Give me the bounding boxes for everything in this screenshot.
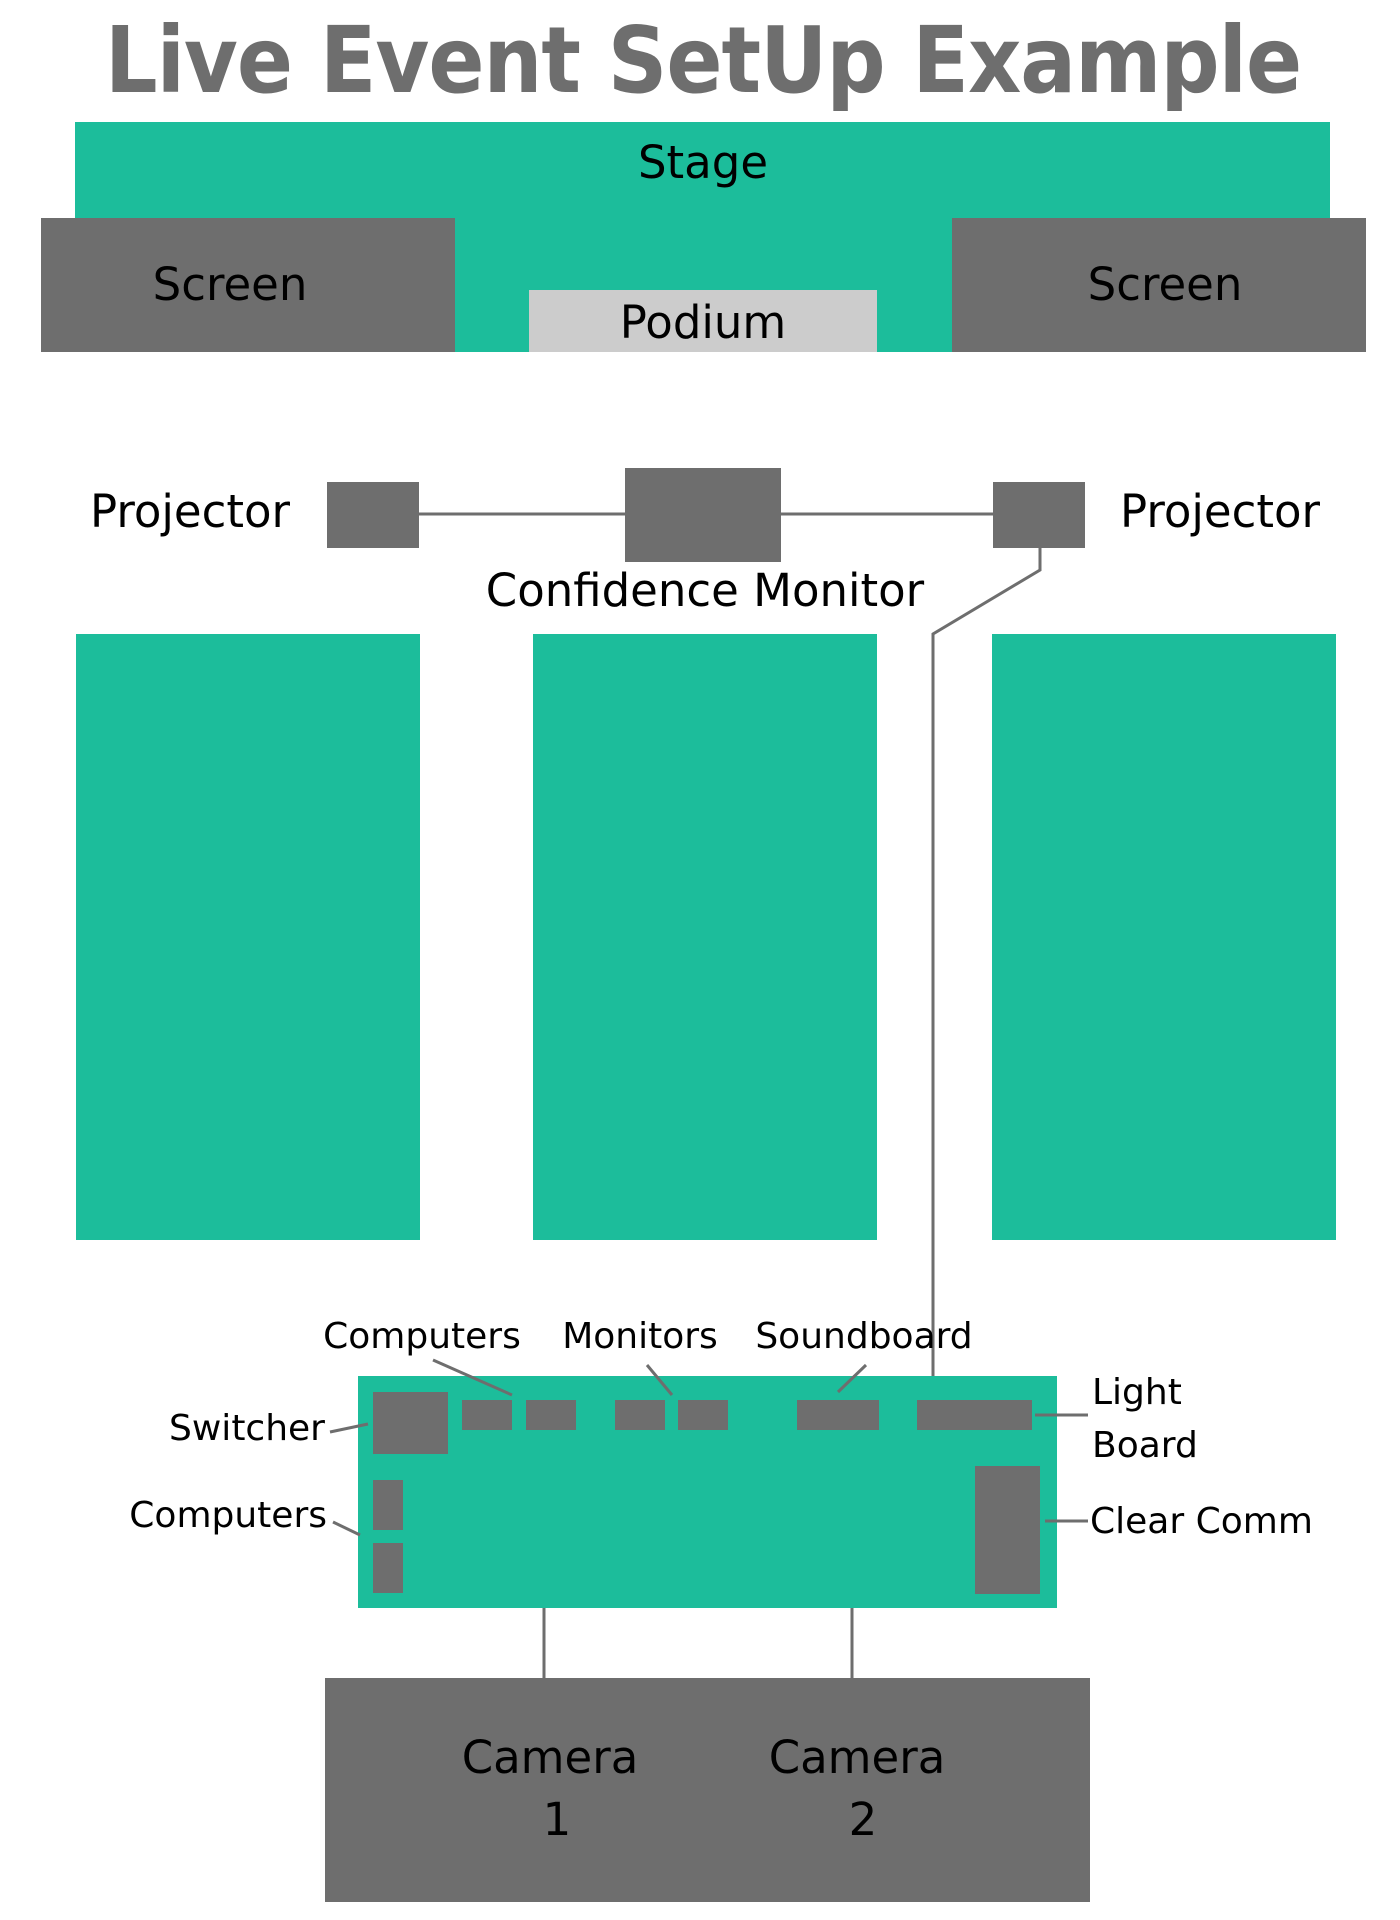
monitors-leader: [645, 1364, 674, 1396]
soundboard-label: Soundboard: [755, 1316, 972, 1357]
projector-left: [327, 482, 419, 548]
seating-area: [76, 634, 1336, 1240]
stage-area: Stage Screen Screen Podium: [41, 122, 1366, 352]
computer-top-1: [462, 1400, 512, 1430]
monitor-1: [615, 1400, 665, 1430]
confidence-monitor: [625, 468, 781, 562]
camera1-label-line1: Camera: [462, 1731, 639, 1784]
soundboard-leader: [836, 1363, 868, 1394]
clear-comm: [975, 1466, 1040, 1594]
seating-block-left: [76, 634, 420, 1240]
computers-top-leader: [432, 1358, 513, 1397]
screen-left: [41, 218, 455, 352]
projector-right: [993, 482, 1085, 548]
switcher-label: Switcher: [169, 1408, 325, 1449]
camera1-label-line2: 1: [543, 1793, 572, 1846]
clear-comm-label: Clear Comm: [1090, 1501, 1313, 1542]
computers-left-leader: [332, 1520, 361, 1537]
confidence-monitor-label: Confidence Monitor: [486, 564, 925, 617]
projector-to-booth-cable: [931, 548, 1042, 1378]
soundboard: [797, 1400, 879, 1430]
podium-label: Podium: [620, 296, 787, 349]
projection-area: Projector Projector Confidence Monitor: [90, 468, 1320, 617]
monitors-label: Monitors: [562, 1316, 718, 1357]
page-title: Live Event SetUp Example: [105, 7, 1301, 114]
computer-left-2: [373, 1543, 403, 1593]
switcher-leader: [329, 1422, 369, 1434]
podium: [529, 290, 877, 352]
stage-label: Stage: [638, 136, 768, 189]
seating-block-center: [533, 634, 877, 1240]
computer-left-1: [373, 1480, 403, 1530]
control-booth: Computers Monitors Soundboard Light Boar…: [129, 1316, 1313, 1608]
computer-top-2: [526, 1400, 576, 1430]
switcher: [373, 1392, 448, 1454]
screen-left-label: Screen: [153, 258, 308, 311]
light-board-label-line1: Light: [1092, 1372, 1182, 1413]
computers-top-label: Computers: [323, 1316, 521, 1357]
camera2-label-line1: Camera: [769, 1731, 946, 1784]
projector-right-label: Projector: [1120, 485, 1320, 538]
light-board: [917, 1400, 1032, 1430]
camera-area: Camera 1 Camera 2: [325, 1608, 1090, 1902]
seating-block-right: [992, 634, 1336, 1240]
camera-platform: [325, 1678, 1090, 1902]
projector-left-label: Projector: [90, 485, 290, 538]
screen-right: [952, 218, 1366, 352]
light-board-label-line2: Board: [1092, 1425, 1198, 1466]
computers-left-label: Computers: [129, 1495, 327, 1536]
camera2-label-line2: 2: [849, 1793, 878, 1846]
monitor-2: [678, 1400, 728, 1430]
screen-right-label: Screen: [1088, 258, 1243, 311]
